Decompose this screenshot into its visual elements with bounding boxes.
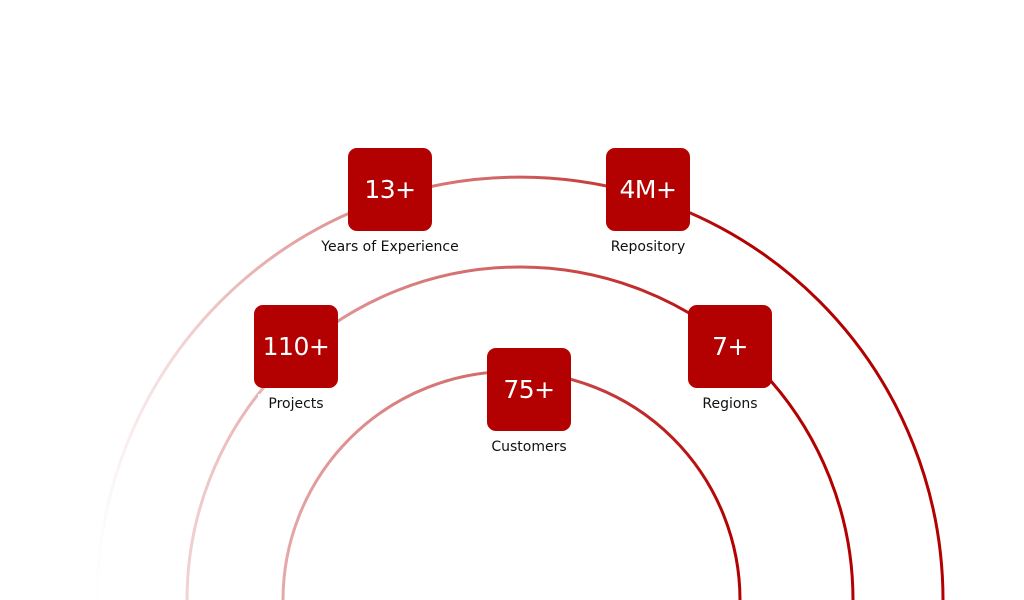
stat-label: Customers (481, 437, 577, 461)
stat-projects: 110+ Projects (254, 305, 338, 418)
stat-value: 75+ (487, 348, 571, 431)
stat-value: 7+ (688, 305, 772, 388)
stat-customers: 75+ Customers (481, 348, 577, 461)
stat-years: 13+ Years of Experience (311, 148, 469, 261)
outer-arc (95, 175, 945, 600)
stat-label: Years of Experience (311, 237, 469, 261)
stat-value: 13+ (348, 148, 432, 231)
stat-value: 4M+ (606, 148, 690, 231)
stat-repository: 4M+ Repository (600, 148, 696, 261)
stat-label: Regions (692, 394, 768, 418)
middle-arc (185, 265, 855, 600)
stat-value: 110+ (254, 305, 338, 388)
stat-label: Projects (258, 394, 334, 418)
stat-label: Repository (600, 237, 696, 261)
stat-regions: 7+ Regions (688, 305, 772, 418)
